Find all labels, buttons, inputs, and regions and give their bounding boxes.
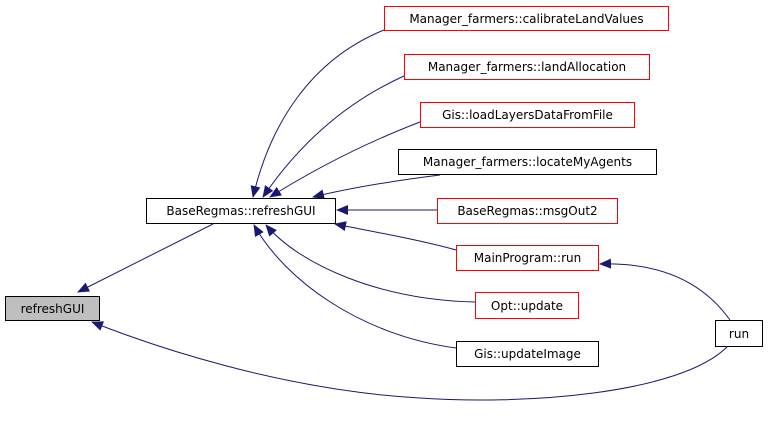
edge-locateagents-to-base-refreshgui xyxy=(312,174,441,200)
edge-base-refreshgui-to-refreshgui xyxy=(77,223,214,293)
node-baseregmas-msgout2[interactable]: BaseRegmas::msgOut2 xyxy=(437,198,618,224)
edge-opt-update-to-base-refreshgui xyxy=(265,224,476,303)
node-gis-loadlayersdatafromfile[interactable]: Gis::loadLayersDataFromFile xyxy=(420,102,635,128)
node-mainprogram-run[interactable]: MainProgram::run xyxy=(456,245,599,271)
node-gis-updateimage[interactable]: Gis::updateImage xyxy=(456,341,599,367)
node-manager-farmers-landallocation[interactable]: Manager_farmers::landAllocation xyxy=(404,54,650,80)
node-opt-update[interactable]: Opt::update xyxy=(475,292,579,319)
node-refreshgui[interactable]: refreshGUI xyxy=(5,296,100,321)
node-run[interactable]: run xyxy=(715,320,763,347)
edge-landallocation-to-base-refreshgui xyxy=(262,75,405,198)
node-manager-farmers-locatemyagents[interactable]: Manager_farmers::locateMyAgents xyxy=(398,149,657,175)
edge-updateimage-to-base-refreshgui xyxy=(253,224,457,349)
edge-calibrate-to-base-refreshgui xyxy=(250,29,385,198)
edge-run-to-refreshgui xyxy=(91,321,729,401)
edge-run-to-mainprogram-run xyxy=(599,258,731,321)
node-manager-farmers-calibratelandvalues[interactable]: Manager_farmers::calibrateLandValues xyxy=(384,6,669,31)
edge-mainprogram-run-to-base-refreshgui xyxy=(334,221,457,251)
edge-loadlayers-to-base-refreshgui xyxy=(269,121,421,198)
node-baseregmas-refreshgui[interactable]: BaseRegmas::refreshGUI xyxy=(146,198,336,224)
